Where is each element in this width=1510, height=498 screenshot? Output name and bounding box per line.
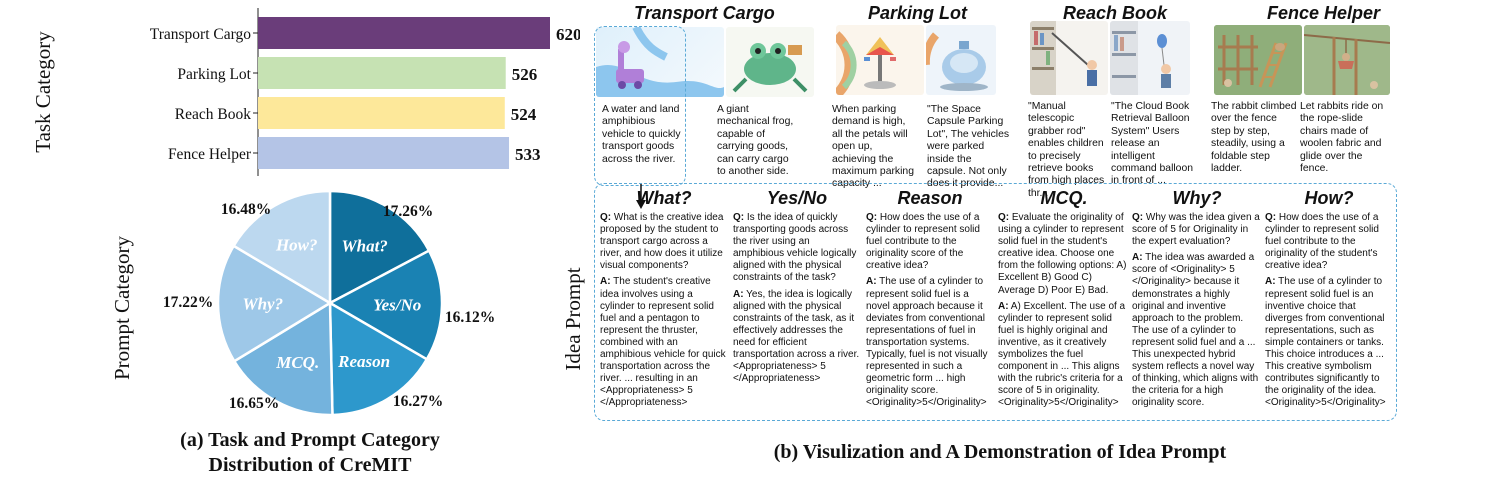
- prompt-question: Q: How does the use of a cylinder to rep…: [866, 212, 980, 272]
- thumbnail-rope-slide: [1304, 25, 1390, 95]
- prompt-answer: A: Yes, the idea is logically aligned wi…: [733, 288, 860, 385]
- task-desc-fence-2: Let rabbits ride on the rope-slide chair…: [1300, 101, 1384, 175]
- pie-slice-label: Yes/No: [373, 295, 421, 314]
- task-desc-fence-1: The rabbit climbed over the fence step b…: [1211, 101, 1297, 175]
- pie-slice-why: [216, 244, 333, 363]
- pie-slice-label: Why?: [242, 294, 283, 313]
- pie-slice-label: How?: [275, 236, 318, 255]
- pie-slice-what: [328, 190, 431, 306]
- bar-category-label: Parking Lot: [177, 66, 251, 83]
- bar-category-label: Transport Cargo: [150, 26, 251, 43]
- bar-parking-lot: [258, 57, 506, 89]
- prompt-column-what: What? Q: What is the creative idea propo…: [600, 188, 728, 410]
- panel-b-caption: (b) Visulization and A Demonstration of …: [773, 441, 1227, 463]
- bar-fence-helper: [258, 137, 510, 169]
- prompt-column-mcq: MCQ. Q: Evaluate the originality of usin…: [998, 188, 1130, 410]
- thumbnail-space-capsule: [926, 25, 996, 95]
- bar-transport-cargo: [258, 17, 550, 49]
- prompt-column-yes-no: Yes/No Q: Is the idea of quickly transpo…: [733, 188, 861, 385]
- bar-value-label: 533: [515, 145, 541, 164]
- thumbnail-telescopic-grabber: [1030, 21, 1108, 95]
- prompt-title-what: What?: [636, 188, 692, 208]
- task-title-transport-cargo: Transport Cargo: [634, 3, 775, 23]
- bar-value-label: 524: [511, 105, 537, 124]
- prompt-title-why: Why?: [1172, 188, 1222, 208]
- prompt-question: Q: Evaluate the originality of using a c…: [998, 212, 1127, 296]
- bar-reach-book: [258, 97, 505, 129]
- down-arrow-icon: [636, 184, 646, 209]
- idea-prompt-box: [594, 183, 1397, 421]
- prompt-answer: A: The use of a cylinder to represent so…: [1265, 276, 1386, 409]
- prompt-question: Q: What is the creative idea proposed by…: [600, 212, 724, 272]
- panel-a-caption: (a) Task and Prompt Category Distributio…: [150, 428, 470, 478]
- task-desc-parking-1: When parking demand is high, all the pet…: [832, 104, 914, 190]
- pie-percent-label: 16.65%: [229, 395, 279, 412]
- prompt-title-how: How?: [1304, 188, 1354, 208]
- bar-value-label: 526: [512, 65, 537, 84]
- selected-task-highlight: [594, 26, 686, 186]
- bar-value-label: 620: [556, 25, 580, 44]
- prompt-answer: A: A) Excellent. The use of a cylinder t…: [998, 300, 1126, 409]
- task-desc-reach-2: "The Cloud Book Retrieval Balloon System…: [1111, 101, 1194, 187]
- pie-percent-label: 16.12%: [445, 309, 495, 326]
- prompt-answer: A: The idea was awarded a score of <Orig…: [1132, 252, 1259, 409]
- pie-slice-how: [231, 190, 332, 306]
- prompt-answer: A: The use of a cylinder to represent so…: [866, 276, 988, 409]
- prompt-column-reason: Reason Q: How does the use of a cylinder…: [866, 188, 994, 410]
- idea-prompt-side-label: Idea Prompt: [561, 267, 585, 371]
- task-desc-transport-1: A water and land amphibious vehicle to q…: [602, 104, 681, 165]
- prompt-question: Q: Is the idea of quickly transporting g…: [733, 212, 857, 284]
- task-title-fence-helper: Fence Helper: [1267, 3, 1381, 23]
- prompt-title-yes-no: Yes/No: [766, 188, 828, 208]
- pie-percent-label: 17.26%: [383, 203, 433, 220]
- task-title-reach-book: Reach Book: [1063, 3, 1168, 23]
- thumbnail-petal-parking: [836, 25, 924, 95]
- panel-a-caption-line2: Distribution of CreMIT: [208, 454, 412, 476]
- prompt-column-why: Why? Q: Why was the idea given a score o…: [1132, 188, 1262, 410]
- task-desc-reach-1: "Manual telescopic grabber rod" enables …: [1028, 101, 1105, 199]
- thumbnail-rabbit-ladder: [1214, 25, 1302, 95]
- thumbnail-amphibious-vehicle: [596, 27, 724, 97]
- prompt-answer: A: The student's creative idea involves …: [600, 276, 726, 409]
- pie-slice-label: MCQ.: [275, 353, 319, 372]
- pie-slice-label: Reason: [337, 352, 390, 371]
- pie-percent-label: 16.27%: [393, 393, 443, 410]
- pie-percent-label: 17.22%: [163, 294, 213, 311]
- pie-slice-label: What?: [342, 236, 388, 255]
- prompt-pie-chart: What? 17.26% Yes/No 16.12% Reason 16.27% MCQ. 1…: [163, 190, 495, 417]
- task-title-parking-lot: Parking Lot: [868, 3, 968, 23]
- panel-a-caption-line1: (a) Task and Prompt Category: [180, 429, 440, 451]
- bar-category-label: Reach Book: [175, 106, 251, 123]
- bar-category-label: Fence Helper: [168, 146, 252, 163]
- prompt-question: Q: How does the use of a cylinder to rep…: [1265, 212, 1379, 272]
- pie-slice-mcq: [232, 300, 334, 417]
- pie-percent-label: 16.48%: [221, 201, 271, 218]
- prompt-column-how: How? Q: How does the use of a cylinder t…: [1265, 188, 1393, 410]
- pie-slice-yesno: [327, 248, 444, 361]
- pie-slice-reason: [328, 300, 429, 417]
- thumbnail-cloud-balloon: [1110, 21, 1190, 95]
- prompt-question: Q: Why was the idea given a score of 5 f…: [1132, 212, 1260, 248]
- prompt-title-reason: Reason: [897, 188, 963, 208]
- thumbnail-mechanical-frog: [726, 27, 814, 97]
- task-desc-parking-2: "The Space Capsule Parking Lot", The veh…: [927, 104, 1010, 190]
- task-desc-transport-2: A giant mechanical frog, capable of carr…: [717, 104, 794, 178]
- prompt-title-mcq: MCQ.: [1040, 188, 1088, 208]
